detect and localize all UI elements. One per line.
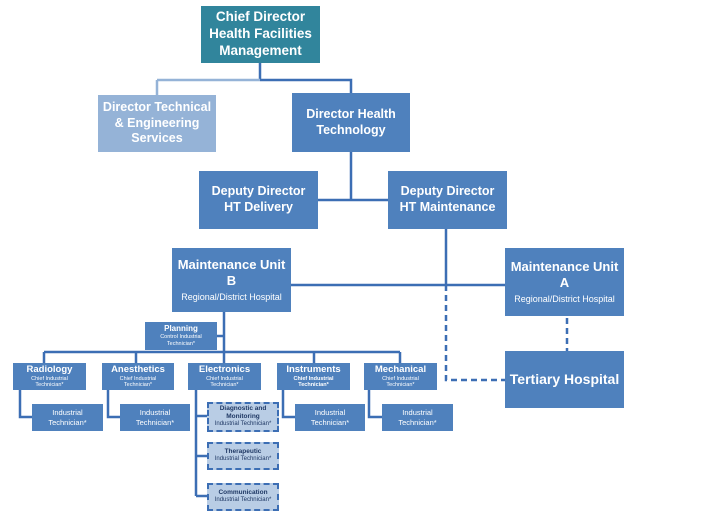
instruments-sub2: Technician* — [298, 382, 329, 389]
connector-dashed-tertiary — [444, 285, 505, 382]
radiology-sub1: Chief Industrial — [31, 375, 68, 382]
mechanical-tech-line2: Technician* — [398, 417, 437, 427]
deputy-ht-delivery-box: Deputy Director HT Delivery — [199, 171, 318, 229]
electronics-name: Electronics — [198, 363, 251, 375]
anesthetics-sub2: Technician* — [123, 382, 153, 389]
electronics-communication-box: Communication Industrial Technician* — [207, 483, 279, 511]
mechanical-technician-box: Industrial Technician* — [382, 404, 453, 431]
radiology-sub2: Technician* — [35, 382, 64, 389]
communication-name: Communication — [218, 489, 268, 497]
chief-line2: Health Facilities — [209, 26, 312, 42]
radiology-name: Radiology — [26, 363, 73, 375]
chief-line3: Management — [219, 42, 302, 58]
connector-director-ht-deputies — [318, 152, 388, 202]
instruments-sub1: Chief Industrial — [293, 375, 334, 382]
connector-director-ht — [260, 78, 353, 93]
anesthetics-name: Anesthetics — [111, 363, 165, 375]
deputy-maintenance-line2: HT Maintenance — [399, 200, 496, 214]
unit-b-line2: B — [226, 272, 237, 288]
connector-director-technical — [155, 78, 260, 95]
maintenance-unit-b-box: Maintenance Unit B Regional/District Hos… — [172, 248, 291, 312]
chief-line1: Chief Director — [215, 9, 306, 25]
department-mechanical-box: Mechanical Chief Industrial Technician* — [364, 363, 437, 390]
instruments-tech-line2: Technician* — [310, 417, 350, 427]
connector-electronics-subunits — [194, 390, 207, 498]
deputy-ht-maintenance-box: Deputy Director HT Maintenance — [388, 171, 507, 229]
department-instruments-box: Instruments Chief Industrial Technician* — [277, 363, 350, 390]
connector-anesthetics-tech — [106, 390, 120, 419]
director-technical-line2: & Engineering — [114, 115, 200, 130]
mechanical-name: Mechanical — [374, 363, 427, 375]
director-health-technology-box: Director Health Technology — [292, 93, 410, 152]
instruments-technician-box: Industrial Technician* — [295, 404, 365, 431]
communication-sub: Industrial Technician* — [214, 497, 272, 504]
director-technical-box: Director Technical & Engineering Service… — [98, 95, 216, 152]
electronics-diagnostic-box: Diagnostic and Monitoring Industrial Tec… — [207, 402, 279, 432]
diagnostic-name2: Monitoring — [226, 413, 260, 421]
anesthetics-technician-box: Industrial Technician* — [120, 404, 190, 431]
director-technical-line1: Director Technical — [102, 100, 212, 115]
planning-sub1: Control Industrial — [160, 334, 202, 341]
tertiary-hospital-box: Tertiary Hospital — [505, 351, 624, 408]
unit-a-sub: Regional/District Hospital — [514, 294, 615, 305]
director-ht-line1: Director Health — [306, 106, 396, 121]
unit-a-line1: Maintenance Unit — [510, 258, 619, 274]
radiology-tech-line2: Technician* — [48, 417, 87, 427]
connector-department-bar — [42, 350, 402, 363]
director-ht-line2: Technology — [316, 122, 386, 137]
connector-instruments-tech — [281, 390, 295, 419]
deputy-maintenance-line1: Deputy Director — [400, 184, 495, 199]
connector-unit-b-down — [217, 312, 226, 352]
mechanical-tech-line1: Industrial — [402, 408, 433, 418]
anesthetics-sub1: Chief Industrial — [119, 375, 157, 382]
therapeutic-sub: Industrial Technician* — [214, 456, 272, 463]
radiology-tech-line1: Industrial — [52, 408, 83, 418]
anesthetics-tech-line1: Industrial — [139, 408, 171, 418]
tertiary-label: Tertiary Hospital — [509, 370, 620, 387]
mechanical-sub2: Technician* — [386, 382, 415, 389]
unit-a-line2: A — [559, 274, 570, 290]
chief-director-box: Chief Director Health Facilities Managem… — [201, 6, 320, 63]
anesthetics-tech-line2: Technician* — [135, 417, 175, 427]
electronics-therapeutic-box: Therapeutic Industrial Technician* — [207, 442, 279, 470]
maintenance-unit-a-box: Maintenance Unit A Regional/District Hos… — [505, 248, 624, 316]
connector-radiology-tech — [18, 390, 32, 419]
mechanical-sub1: Chief Industrial — [382, 375, 419, 382]
therapeutic-name: Therapeutic — [224, 448, 262, 456]
unit-b-sub: Regional/District Hospital — [181, 292, 282, 303]
instruments-name: Instruments — [286, 363, 341, 375]
planning-box: Planning Control Industrial Technician* — [145, 322, 217, 350]
planning-name: Planning — [164, 324, 198, 334]
radiology-technician-box: Industrial Technician* — [32, 404, 103, 431]
deputy-delivery-line1: Deputy Director — [211, 184, 306, 199]
department-anesthetics-box: Anesthetics Chief Industrial Technician* — [102, 363, 174, 390]
director-technical-line3: Services — [131, 131, 183, 146]
electronics-sub1: Chief Industrial — [206, 375, 243, 382]
unit-b-line1: Maintenance Unit — [177, 256, 286, 272]
department-radiology-box: Radiology Chief Industrial Technician* — [13, 363, 86, 390]
diagnostic-name1: Diagnostic and — [219, 405, 267, 413]
department-electronics-box: Electronics Chief Industrial Technician* — [188, 363, 261, 390]
deputy-delivery-line2: HT Delivery — [224, 200, 293, 214]
instruments-tech-line1: Industrial — [314, 408, 346, 418]
diagnostic-sub: Industrial Technician* — [214, 421, 272, 428]
electronics-sub2: Technician* — [210, 382, 239, 389]
planning-sub2: Technician* — [166, 341, 196, 347]
connector-mechanical-tech — [367, 390, 382, 419]
